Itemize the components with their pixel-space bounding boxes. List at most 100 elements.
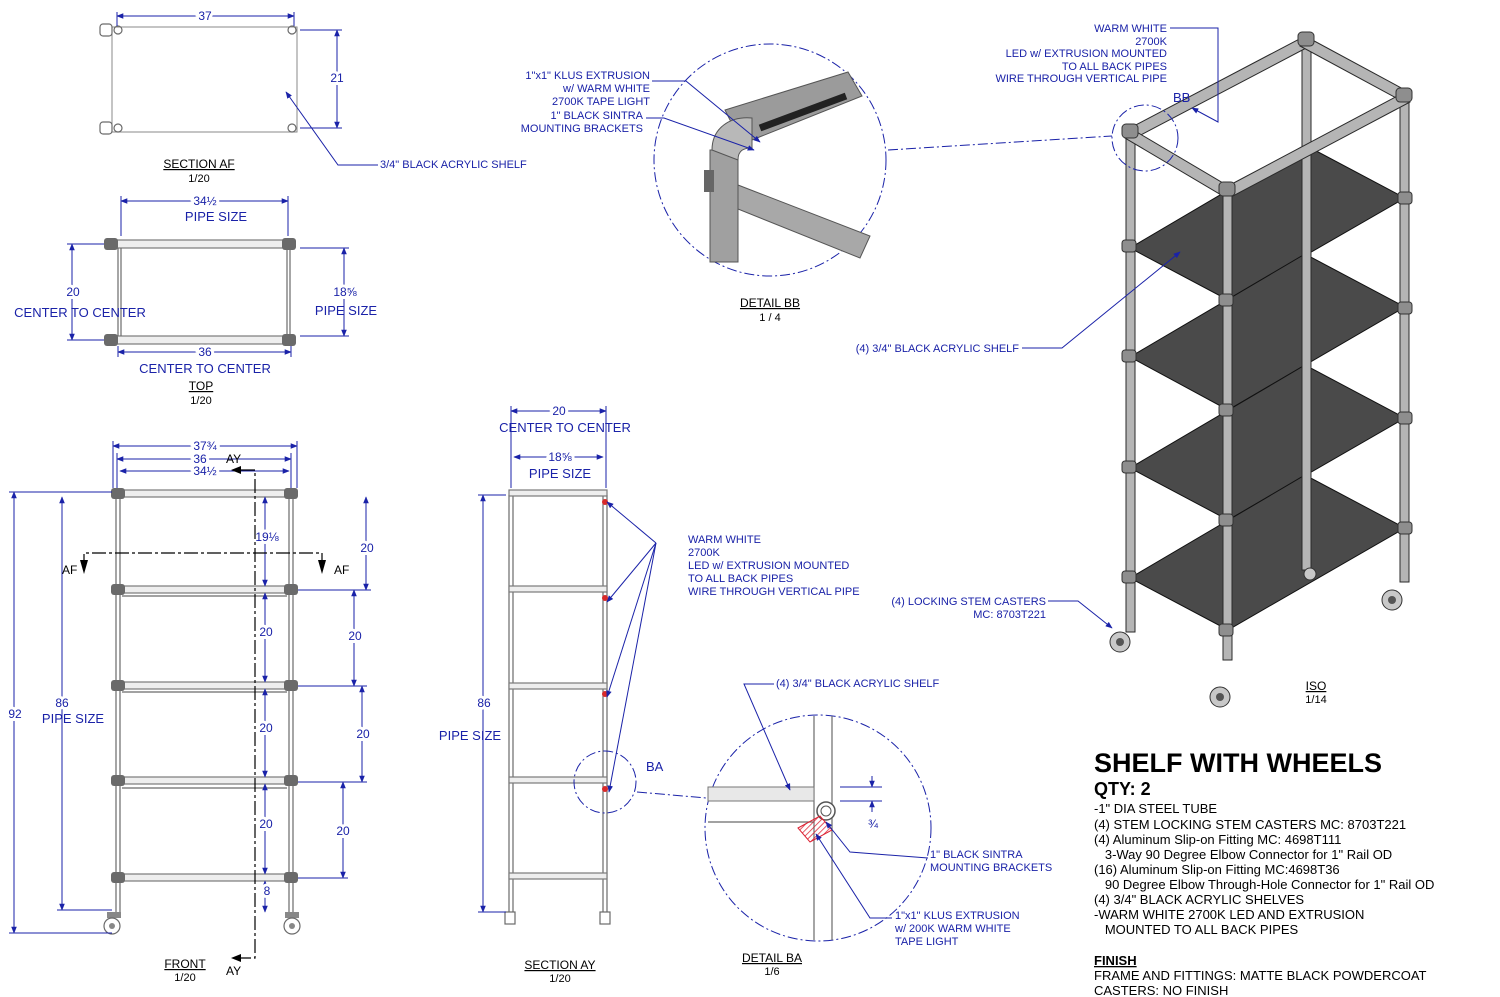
detail-circle — [704, 714, 932, 942]
view-scale: 1/6 — [764, 966, 779, 978]
side-casters — [504, 911, 611, 925]
dim-pipe-width-label: PIPE SIZE — [185, 209, 247, 224]
leader-shelf — [285, 91, 378, 166]
front-casters — [103, 912, 301, 935]
leader-brackets — [825, 821, 929, 859]
note-brackets-1: MOUNTING BRACKETS — [930, 862, 1052, 874]
view-title: DETAIL BB — [740, 296, 800, 310]
detail-circle — [653, 43, 887, 277]
finish-header: FINISH — [1094, 953, 1137, 968]
view-scale: 1/20 — [190, 395, 211, 407]
section-af-view: 37 21 3/4" BLACK ACRYLIC SHELF SECTION A… — [99, 6, 527, 185]
finish-line-1: CASTERS: NO FINISH — [1094, 983, 1228, 997]
spec-qty: QTY: 2 — [1094, 779, 1151, 799]
dim-thickness: ¾ — [868, 817, 879, 831]
dim-width: 37 — [198, 9, 212, 23]
dim-right-spacing-1: 20 — [348, 629, 362, 643]
dim-pipe-depth: 18⅝ — [333, 285, 357, 299]
leader-casters — [1048, 600, 1113, 629]
front-view: 37¾ 36 34½ 92 86 PIPE SIZE 19⅛ 20 20 20 … — [5, 436, 377, 984]
dim-pipe-depth-label: PIPE SIZE — [315, 303, 377, 318]
detail-bb-link — [887, 135, 1113, 151]
spec-line-4: (16) Aluminum Slip-on Fitting MC:4698T36 — [1094, 862, 1340, 877]
dim-height: 86 — [477, 696, 491, 710]
detail-bb-view: 1"x1" KLUS EXTRUSION w/ WARM WHITE 2700K… — [521, 43, 1113, 324]
iso-casters — [1109, 567, 1403, 708]
view-scale: 1/20 — [549, 973, 570, 985]
note-brackets-0: 1" BLACK SINTRA — [550, 110, 643, 122]
dim-depth: 21 — [330, 71, 344, 85]
led-note-2: LED w/ EXTRUSION MOUNTED — [1006, 48, 1167, 60]
iso-view: BB WARM WHITE 2700K LED w/ EXTRUSION MOU… — [856, 23, 1413, 708]
side-shelves — [508, 489, 608, 880]
spec-line-0: -1" DIA STEEL TUBE — [1094, 801, 1217, 816]
leader-led — [1170, 27, 1219, 123]
view-scale: 1/14 — [1305, 694, 1326, 706]
spec-line-7: -WARM WHITE 2700K LED AND EXTRUSION — [1094, 907, 1364, 922]
pipe-rail-back — [113, 239, 295, 249]
leader-extrusion — [815, 833, 892, 919]
detail-ba-callout-circle — [573, 750, 637, 814]
caster-symbols — [99, 23, 297, 135]
led-note-2: LED w/ EXTRUSION MOUNTED — [688, 560, 849, 572]
corner-fittings — [104, 238, 296, 346]
detail-bb-callout-circle — [1111, 104, 1179, 172]
spec-block: SHELF WITH WHEELS QTY: 2 -1" DIA STEEL T… — [1094, 748, 1434, 997]
dim-cc-label: CENTER TO CENTER — [499, 420, 631, 435]
dim-pipe-label: PIPE SIZE — [529, 466, 591, 481]
view-title: ISO — [1306, 679, 1327, 693]
dim-top-gap: 19⅛ — [255, 530, 279, 544]
detail-bb-ref: BB — [1173, 90, 1190, 105]
caster-note-0: (4) LOCKING STEM CASTERS — [891, 596, 1046, 608]
leader-shelf — [743, 683, 791, 791]
note-extrusion-2: 2700K TAPE LIGHT — [552, 96, 650, 108]
dim-cc: 20 — [552, 404, 566, 418]
dim-overall-height: 92 — [8, 707, 22, 721]
dim-cc-width-label: CENTER TO CENTER — [139, 361, 271, 376]
iso-shelves — [1128, 144, 1407, 631]
dim-cc-width: 36 — [198, 345, 212, 359]
cut-label-ay-top: AY — [226, 452, 241, 466]
top-view: 34½ PIPE SIZE 20 CENTER TO CENTER 18⅝ PI… — [14, 191, 377, 407]
led-note-1: 2700K — [688, 547, 720, 559]
dim-bottom: 8 — [264, 884, 271, 898]
spec-title: SHELF WITH WHEELS — [1094, 748, 1382, 778]
led-note-4: WIRE THROUGH VERTICAL PIPE — [995, 73, 1167, 85]
detail-ba-link — [636, 791, 707, 799]
led-note-3: TO ALL BACK PIPES — [688, 573, 793, 585]
spec-line-1: (4) STEM LOCKING STEM CASTERS MC: 8703T2… — [1094, 817, 1406, 832]
spec-line-2: (4) Aluminum Slip-on Fitting MC: 4698T11… — [1094, 832, 1341, 847]
pipe-section — [816, 801, 836, 821]
note-brackets-1: MOUNTING BRACKETS — [521, 123, 643, 135]
view-scale: 1 / 4 — [759, 312, 780, 324]
cut-label-af-left: AF — [62, 563, 77, 577]
dim-pipe: 18⅝ — [548, 450, 572, 464]
detail-ba-view: ¾ (4) 3/4" BLACK ACRYLIC SHELF 1" BLACK … — [636, 678, 1052, 978]
led-note-4: WIRE THROUGH VERTICAL PIPE — [688, 586, 860, 598]
leader-extrusion — [652, 80, 761, 143]
view-title: SECTION AF — [163, 157, 234, 171]
caster-note-1: MC: 8703T221 — [973, 609, 1046, 621]
dim-cc-depth-label: CENTER TO CENTER — [14, 305, 146, 320]
note-extrusion-0: 1"x1" KLUS EXTRUSION — [895, 910, 1020, 922]
dim-cc-depth: 20 — [66, 285, 80, 299]
dim-overall-width: 37¾ — [193, 439, 217, 453]
dim-pipe-height-label: PIPE SIZE — [42, 711, 104, 726]
section-ay-view: 20 CENTER TO CENTER 18⅝ PIPE SIZE 86 PIP… — [439, 401, 860, 985]
dim-spacing-2: 20 — [259, 721, 273, 735]
note-shelf: (4) 3/4" BLACK ACRYLIC SHELF — [776, 678, 940, 690]
led-note-0: WARM WHITE — [1094, 23, 1167, 35]
dim-pipe-width: 34½ — [193, 194, 216, 208]
note-extrusion-2: TAPE LIGHT — [895, 936, 959, 948]
dim-spacing-3: 20 — [259, 817, 273, 831]
view-scale: 1/20 — [174, 972, 195, 984]
dim-pipe-height: 86 — [55, 696, 69, 710]
dim-pipe-width: 34½ — [193, 464, 216, 478]
cut-line-ay — [241, 469, 256, 959]
finish-line-0: FRAME AND FITTINGS: MATTE BLACK POWDERCO… — [1094, 968, 1427, 983]
cut-label-ay-bottom: AY — [226, 964, 241, 978]
view-title: TOP — [189, 379, 213, 393]
shelf-outline — [111, 26, 298, 133]
spec-line-6: (4) 3/4" BLACK ACRYLIC SHELVES — [1094, 892, 1304, 907]
